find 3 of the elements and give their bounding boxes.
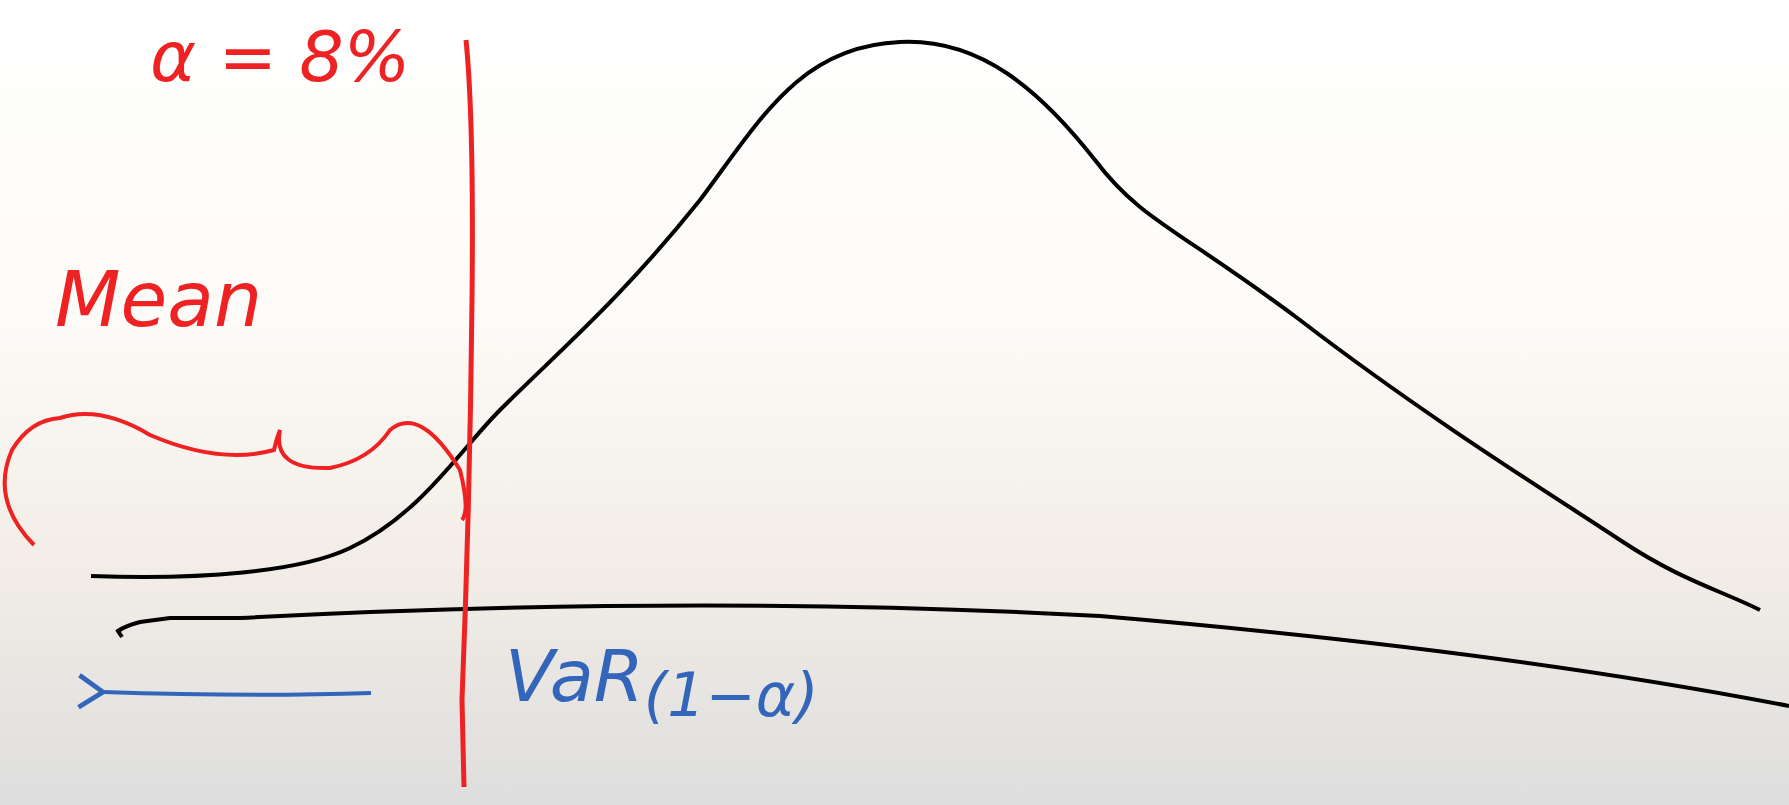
mean-label: Mean <box>55 262 263 338</box>
var-label: VaR$_{(1−α)}$ <box>505 640 819 726</box>
alpha-label: α = 8% <box>150 22 411 92</box>
